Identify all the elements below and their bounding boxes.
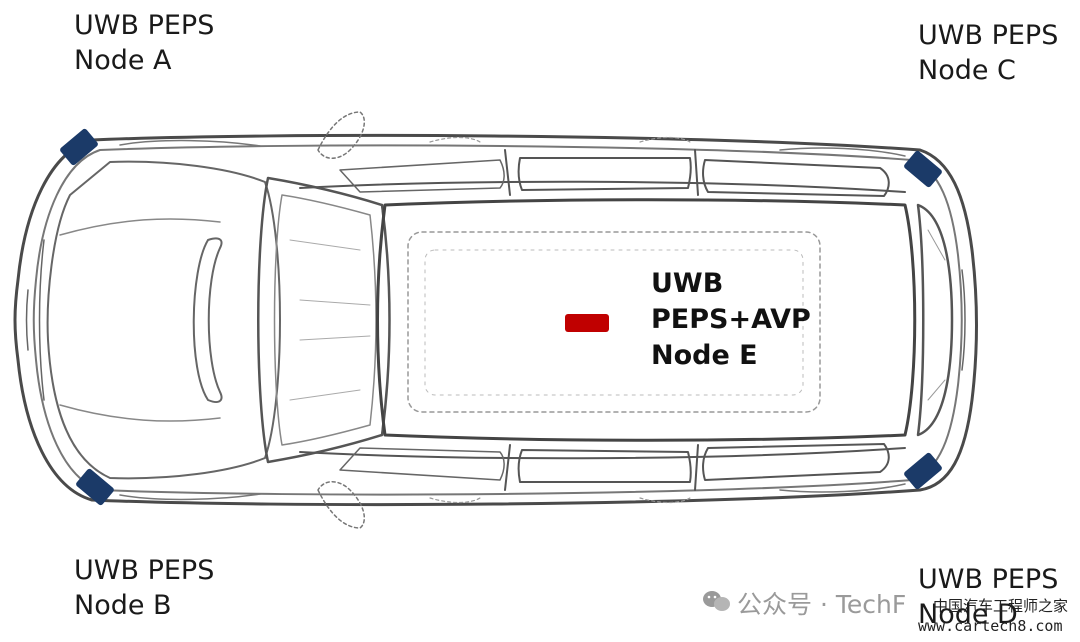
mirror-top xyxy=(317,111,366,159)
side-window-top-1 xyxy=(517,157,692,191)
side-window-bottom-2 xyxy=(702,443,890,481)
node-a-line1: UWB PEPS xyxy=(74,10,215,41)
mirror-bottom xyxy=(317,481,366,529)
hood-outline xyxy=(46,160,281,480)
sunroof-inner xyxy=(424,249,804,396)
node-b-marker xyxy=(76,468,114,506)
node-e-line3: Node E xyxy=(651,340,758,371)
roof-rail-top xyxy=(299,180,906,193)
node-a-label: UWB PEPS Node A xyxy=(74,8,214,78)
car-body-inner xyxy=(32,144,963,496)
watermark-site-url: www.cartech8.com xyxy=(918,617,1063,635)
side-window-top-0 xyxy=(339,159,505,193)
node-c-line1: UWB PEPS xyxy=(918,20,1059,51)
hood-crease-bottom xyxy=(59,404,221,422)
node-d-label: UWB PEPS Node D xyxy=(918,562,1058,632)
rear-window xyxy=(916,203,954,437)
hood-vent xyxy=(192,237,223,403)
hood-crease-top xyxy=(59,218,221,236)
side-window-top-2 xyxy=(702,159,890,197)
node-a-line2: Node A xyxy=(74,45,172,76)
node-e-line2: PEPS+AVP xyxy=(651,304,811,335)
car-body-outline xyxy=(13,133,978,507)
node-c-marker xyxy=(904,150,942,188)
side-window-bottom-1 xyxy=(517,449,692,483)
roof-rail-bottom xyxy=(299,447,906,460)
side-window-bottom-0 xyxy=(339,447,505,481)
windshield-inner xyxy=(273,194,377,446)
node-c-line2: Node C xyxy=(918,55,1016,86)
node-d-line2: Node D xyxy=(918,599,1018,630)
node-d-line1: UWB PEPS xyxy=(918,564,1059,595)
node-e-line1: UWB xyxy=(651,268,724,299)
node-a-marker xyxy=(60,128,98,166)
node-b-line1: UWB PEPS xyxy=(74,555,215,586)
windshield xyxy=(257,176,391,464)
node-e-marker xyxy=(565,314,609,332)
node-c-label: UWB PEPS Node C xyxy=(918,18,1058,88)
node-b-label: UWB PEPS Node B xyxy=(74,553,214,623)
watermark-site-cn: 中国汽车工程师之家 xyxy=(933,597,1069,615)
node-b-line2: Node B xyxy=(74,590,172,621)
roof-outline xyxy=(376,198,917,442)
sunroof-dashed xyxy=(407,231,821,413)
watermark-platform: 公众号 · TechF xyxy=(737,590,907,619)
node-d-marker xyxy=(904,452,942,490)
node-e-label: UWB PEPS+AVP Node E xyxy=(651,266,811,374)
wechat-icon xyxy=(703,591,730,611)
